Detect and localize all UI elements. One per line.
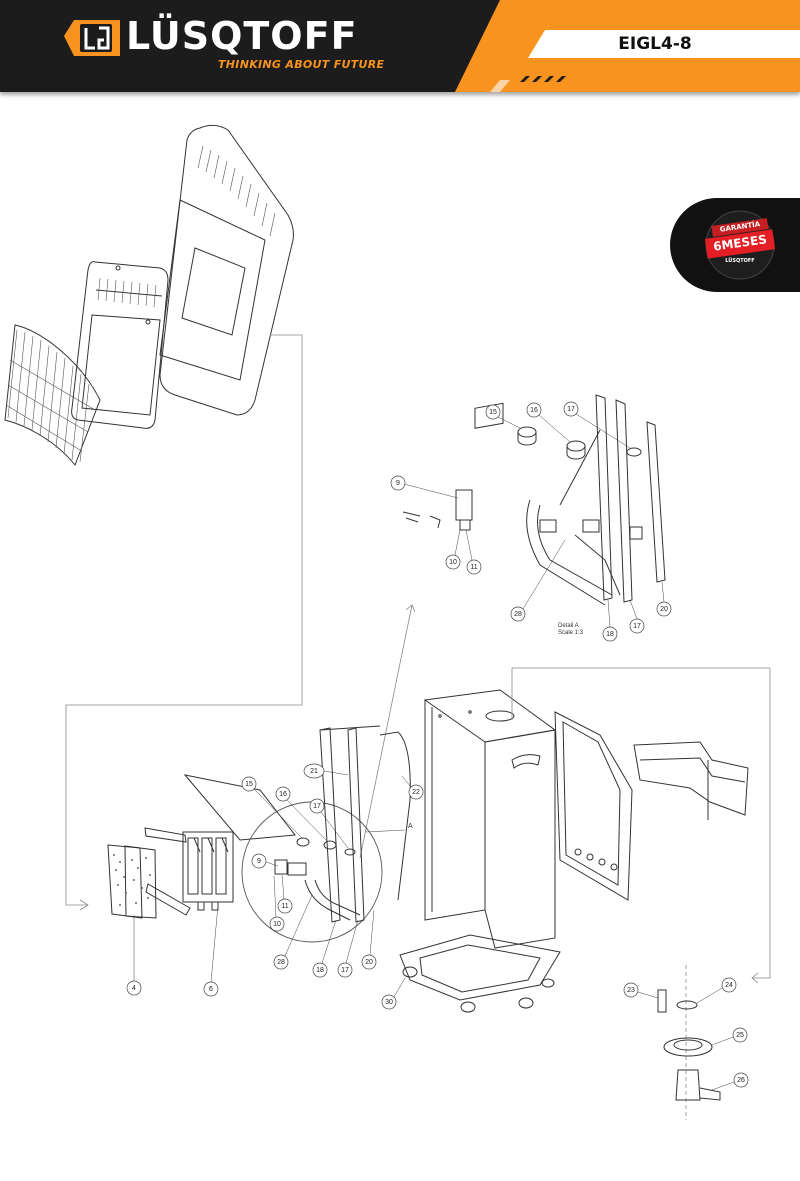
svg-text:25: 25: [736, 1032, 744, 1039]
svg-text:30: 30: [385, 999, 393, 1006]
svg-text:17: 17: [313, 803, 321, 810]
callout-20-detail: 20: [656, 581, 672, 617]
callout-17b: 17: [337, 919, 359, 978]
assembly-guide-line-left: [65, 334, 303, 906]
svg-text:17: 17: [341, 967, 349, 974]
callout-28: 28: [273, 894, 313, 970]
callout-20: 20: [361, 909, 377, 970]
brand-tagline: THINKING ABOUT FUTURE: [218, 58, 385, 71]
warranty-badge-shape: [670, 198, 800, 292]
brand-logo-icon: [64, 20, 120, 56]
svg-text:15: 15: [489, 409, 497, 416]
top-deflector: [633, 741, 749, 820]
svg-text:23: 23: [627, 987, 635, 994]
svg-text:28: 28: [514, 611, 522, 618]
part-callouts: 15 16 17 9 10 11 28 18 17 20 21 22 15 16…: [126, 401, 749, 1091]
detail-a-note: Detail A Scale 1:3: [558, 623, 584, 636]
svg-text:11: 11: [281, 903, 288, 910]
callout-4: 4: [126, 915, 142, 996]
callout-17: 17: [309, 798, 349, 849]
brand-name: LÜSQTOFF: [126, 14, 358, 58]
svg-text:9: 9: [396, 480, 400, 487]
callout-15-detail: 15: [485, 404, 521, 429]
callout-18: 18: [312, 919, 337, 978]
detail-a-marker: A: [408, 823, 413, 830]
svg-text:6: 6: [209, 986, 213, 993]
svg-text:4: 4: [132, 985, 136, 992]
svg-text:21: 21: [310, 768, 318, 775]
assembly-guide-line-right: [511, 667, 771, 979]
gas-valve-assembly: [274, 725, 411, 923]
callout-23: 23: [623, 982, 659, 999]
callout-26: 26: [711, 1072, 749, 1091]
callout-16: 16: [275, 786, 329, 843]
svg-text:17: 17: [633, 623, 641, 630]
callout-11-detail: 11: [465, 529, 482, 575]
svg-text:28: 28: [277, 959, 285, 966]
callout-30: 30: [381, 977, 406, 1010]
callout-18-detail: 18: [602, 599, 618, 642]
detail-link-arrow: [359, 604, 413, 859]
callout-15: 15: [241, 776, 303, 839]
heater-cabinet-body: [423, 689, 557, 949]
header-bar: LÜSQTOFF THINKING ABOUT FUTURE EIGL4-8: [0, 0, 800, 92]
callout-11: 11: [277, 874, 293, 914]
front-frame-panel: [71, 261, 169, 429]
callout-10: 10: [269, 875, 285, 932]
exploded-parts-diagram: Detail A Scale 1:3 A: [4, 124, 771, 1120]
svg-text:18: 18: [606, 631, 614, 638]
header-graphic: [64, 0, 800, 92]
callout-9-detail: 9: [390, 475, 406, 491]
svg-text:11: 11: [470, 564, 477, 571]
model-number: EIGL4-8: [618, 34, 692, 54]
callout-24: 24: [696, 977, 737, 1004]
svg-text:10: 10: [449, 559, 457, 566]
svg-text:17: 17: [567, 406, 575, 413]
back-reflector-panel: [183, 774, 296, 841]
svg-text:20: 20: [660, 606, 668, 613]
callout-28-detail: 28: [510, 539, 566, 622]
svg-text:9: 9: [257, 858, 261, 865]
svg-text:24: 24: [725, 982, 733, 989]
callout-16-detail: 16: [526, 402, 571, 443]
callout-21: 21: [303, 763, 349, 779]
warranty-brand-text: LÜSQTOFF: [725, 258, 755, 264]
back-panel: [554, 711, 633, 901]
svg-text:16: 16: [530, 407, 538, 414]
callout-6: 6: [203, 904, 219, 997]
detail-a-scale: Scale 1:3: [558, 630, 584, 636]
base-with-wheels: [399, 934, 561, 1013]
svg-text:18: 18: [316, 967, 324, 974]
detail-a-title: Detail A: [558, 623, 579, 629]
svg-text:16: 16: [279, 791, 287, 798]
detail-a-assembly: [399, 394, 666, 606]
callout-10-detail: 10: [445, 529, 461, 570]
regulator-assembly: [657, 965, 721, 1120]
front-grille-panel: [4, 324, 101, 466]
top-cover-panel: [159, 124, 294, 416]
svg-text:22: 22: [412, 789, 420, 796]
callout-17-detail: 17: [563, 401, 631, 449]
callout-25: 25: [711, 1027, 748, 1046]
svg-text:15: 15: [245, 781, 253, 788]
svg-text:26: 26: [737, 1077, 745, 1084]
callout-22: 22: [401, 775, 424, 800]
radiant-plate-assembly: [107, 827, 234, 919]
svg-text:10: 10: [273, 921, 281, 928]
warranty-badge: GARANTÍA 6MESES LÜSQTOFF: [670, 198, 800, 292]
callout-17b-detail: 17: [629, 599, 645, 634]
svg-text:20: 20: [365, 959, 373, 966]
callout-9: 9: [251, 853, 279, 869]
